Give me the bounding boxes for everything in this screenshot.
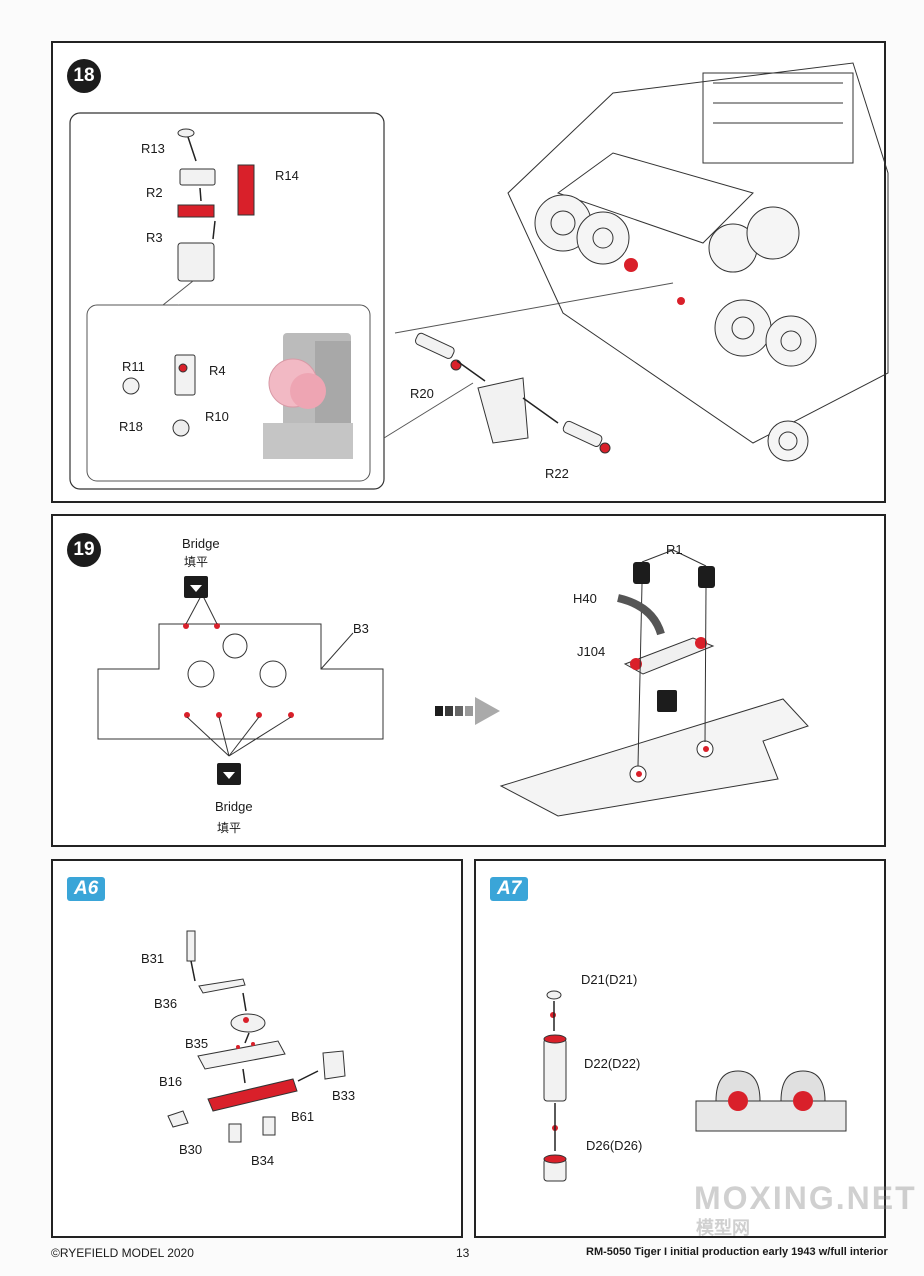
label-b34: B34	[251, 1153, 275, 1168]
label-bridge-bottom: Bridge	[215, 799, 253, 814]
label-r14: R14	[275, 168, 299, 183]
label-r10: R10	[205, 409, 229, 424]
label-b33: B33	[332, 1088, 356, 1103]
step-19-badge: 19	[67, 533, 101, 567]
footer-copyright: ©RYEFIELD MODEL 2020	[51, 1246, 194, 1260]
label-j104: J104	[577, 644, 606, 659]
step-18-badge: 18	[67, 59, 101, 93]
label-bridge-top: Bridge	[182, 536, 220, 551]
label-r13: R13	[141, 141, 165, 156]
label-d26: D26(D26)	[586, 1138, 643, 1153]
label-b61: B61	[291, 1109, 315, 1124]
label-b36: B36	[154, 996, 178, 1011]
label-d21: D21(D21)	[581, 972, 638, 987]
label-bridge-top-cn: 填平	[184, 555, 209, 569]
label-b35: B35	[185, 1036, 209, 1051]
label-b16: B16	[159, 1074, 183, 1089]
footer-product: RM-5050 Tiger I initial production early…	[586, 1246, 888, 1258]
label-h40: H40	[573, 591, 597, 606]
label-r20: R20	[410, 386, 434, 401]
label-b31: B31	[141, 951, 165, 966]
label-r18: R18	[119, 419, 143, 434]
watermark-sub: 模型网	[696, 1218, 750, 1238]
a6-panel: A6 B31 B36 B35 B16 B33 B61 B30 B34	[51, 859, 463, 1238]
step-18-panel: 18	[51, 41, 889, 503]
step-18-drawing	[69, 62, 889, 490]
label-r3: R3	[146, 230, 163, 245]
label-r11: R11	[122, 359, 145, 374]
a7-badge: A7	[490, 877, 529, 901]
label-r4: R4	[209, 363, 226, 378]
label-d22: D22(D22)	[584, 1056, 641, 1071]
a7-panel: A7 D21(D21) D22(D22) D26(D26)	[474, 859, 886, 1238]
watermark-main: MOXING.NET	[694, 1180, 917, 1216]
label-bridge-bottom-cn: 填平	[217, 821, 242, 835]
footer-page-number: 13	[456, 1246, 470, 1260]
a6-drawing	[167, 930, 346, 1143]
label-r22: R22	[545, 466, 569, 481]
label-b3: B3	[353, 621, 369, 636]
label-r2: R2	[146, 185, 163, 200]
step-19-panel: 19	[51, 514, 886, 847]
label-r1: R1	[666, 542, 683, 557]
label-b30: B30	[179, 1142, 203, 1157]
a6-badge: A6	[67, 877, 106, 901]
a7-drawing	[543, 990, 847, 1182]
step-19-drawing	[97, 549, 809, 817]
